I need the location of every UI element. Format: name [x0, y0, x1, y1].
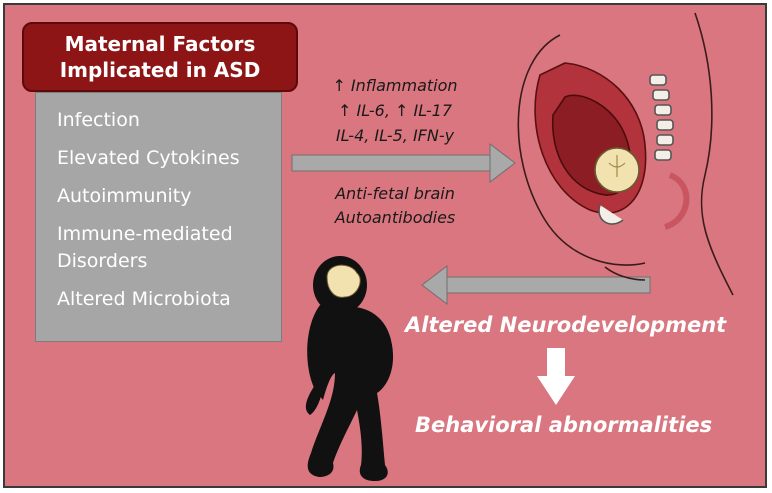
illustration-layer	[291, 12, 734, 481]
header-line-1: Maternal Factors	[64, 32, 256, 56]
outcome-behavioral-abnormalities: Behavioral abnormalities	[415, 413, 713, 437]
factor-altered-microbiota: Altered Microbiota	[57, 288, 231, 310]
outcome-altered-neurodevelopment: Altered Neurodevelopment	[405, 313, 727, 337]
mechanism-inflammation: ↑ Inflammation	[332, 76, 458, 95]
factors-list: Infection Elevated Cytokines Autoimmunit…	[35, 92, 282, 342]
mechanism-anti-fetal-brain: Anti-fetal brain	[335, 184, 455, 203]
factor-infection: Infection	[57, 109, 140, 131]
mechanism-il6-il17: ↑ IL-6, ↑ IL-17	[337, 101, 453, 120]
pregnant-woman-illustration	[517, 12, 734, 296]
arrow-to-fetus	[291, 142, 516, 184]
header-line-2: Implicated in ASD	[59, 58, 261, 82]
arrow-to-child	[421, 264, 651, 306]
factor-immune-mediated: Immune-mediated	[57, 223, 233, 245]
mechanism-il4-il5-ifn: IL-4, IL-5, IFN-y	[335, 126, 455, 145]
factor-elevated-cytokines: Elevated Cytokines	[57, 147, 240, 169]
brain-icon	[326, 264, 361, 298]
diagram-frame: Maternal Factors Implicated in ASD Infec…	[3, 3, 767, 488]
maternal-factors-header: Maternal Factors Implicated in ASD	[22, 22, 298, 92]
factor-disorders: Disorders	[57, 250, 148, 272]
arrow-down-icon	[537, 348, 575, 405]
mechanism-autoantibodies: Autoantibodies	[334, 208, 456, 227]
factor-autoimmunity: Autoimmunity	[57, 185, 192, 207]
